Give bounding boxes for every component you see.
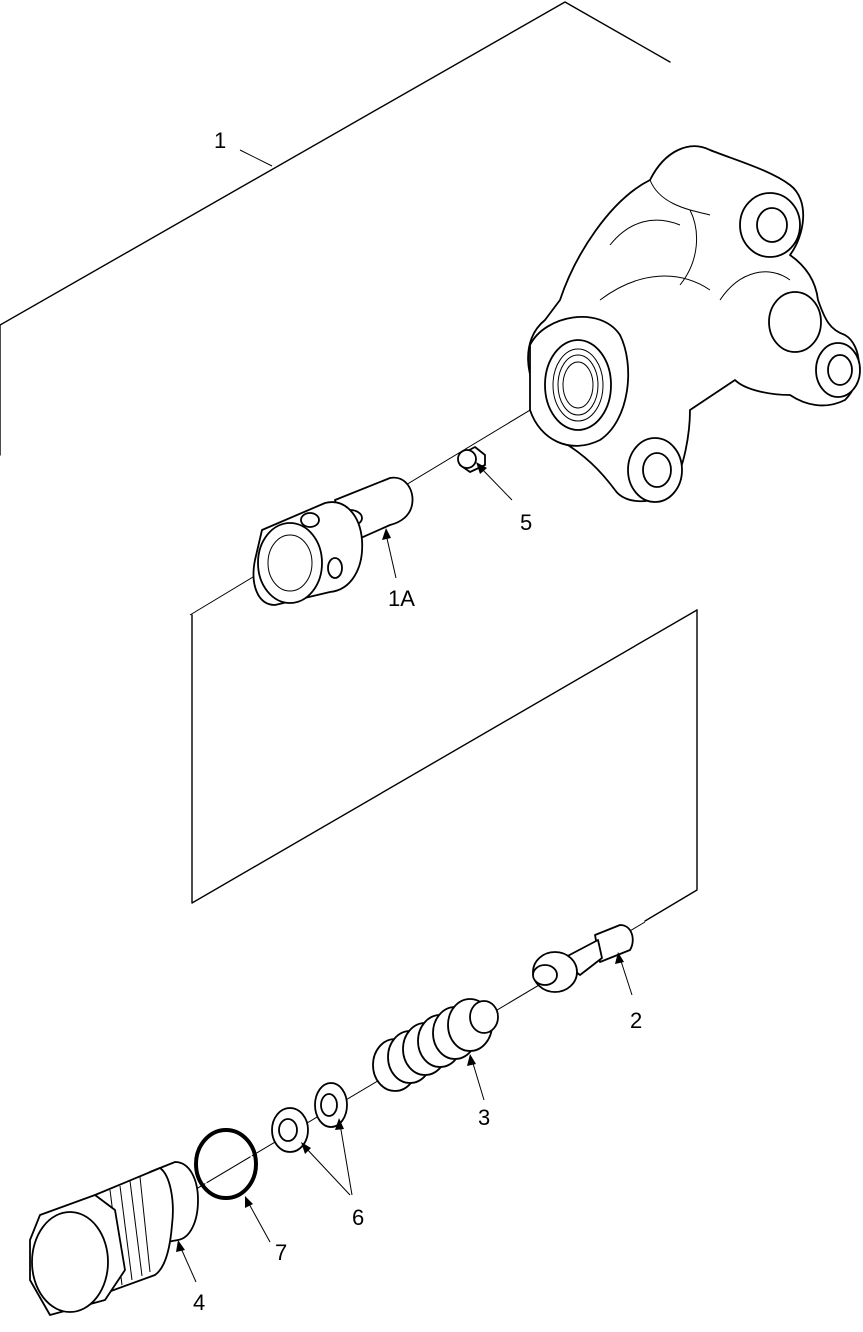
callout-labels: 1 1A 2 3 4 5 6 7 [193,128,642,1315]
callout-1: 1 [214,128,226,153]
callout-5: 5 [520,510,532,535]
leader-lines [176,149,633,1283]
part-6-washers [271,1082,348,1153]
callout-4: 4 [193,1290,205,1315]
callout-6: 6 [352,1205,364,1230]
kit-bracket-lower [191,609,698,922]
part-4-plug [29,1161,199,1316]
valve-housing [527,145,861,503]
part-3-spring [372,998,499,1092]
kit-bracket-1 [0,1,671,456]
part-7-o-ring [194,1128,258,1200]
callout-2: 2 [630,1008,642,1033]
part-1a-sleeve [252,476,414,606]
part-5-plug [457,446,486,473]
part-2-poppet [532,924,634,993]
callout-1a: 1A [388,586,415,611]
callout-7: 7 [275,1240,287,1265]
callout-3: 3 [478,1105,490,1130]
